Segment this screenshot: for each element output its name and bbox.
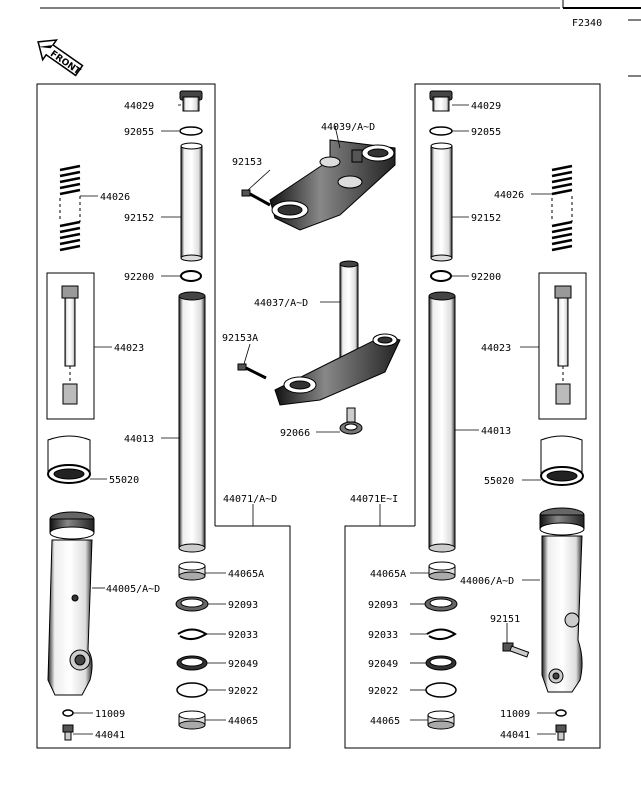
upper-bracket-bolt[interactable] xyxy=(241,189,271,207)
right-part-labels: 44029 92055 44026 92152 92200 44023 4401… xyxy=(368,101,530,741)
center-part-labels: 44039/A~D 92153 44037/A~D 92153A 92066 4… xyxy=(222,122,398,505)
label-left-damper[interactable]: 44023 xyxy=(114,343,144,354)
right-fork-guard[interactable] xyxy=(540,435,584,486)
figure-code: F2340 xyxy=(572,18,602,29)
right-oring[interactable] xyxy=(429,126,453,136)
right-spring[interactable] xyxy=(551,164,573,252)
label-right-damper[interactable]: 44023 xyxy=(481,343,511,354)
right-gasket[interactable] xyxy=(555,709,567,717)
label-right-dust-seal[interactable]: 92093 xyxy=(368,600,398,611)
left-assembly-frame xyxy=(36,83,291,749)
left-bolt[interactable] xyxy=(62,724,74,741)
label-left-spring[interactable]: 44026 xyxy=(100,192,130,203)
label-left-assembly[interactable]: 44071/A~D xyxy=(223,494,277,505)
left-snap-ring[interactable] xyxy=(177,628,208,640)
label-left-washer-2[interactable]: 92022 xyxy=(228,686,258,697)
label-right-bushing-a[interactable]: 44065A xyxy=(370,569,406,580)
left-spring[interactable] xyxy=(59,164,81,252)
label-right-snap-ring[interactable]: 92033 xyxy=(368,630,398,641)
left-dust-seal[interactable] xyxy=(175,596,209,612)
left-outer-tube[interactable] xyxy=(47,511,95,696)
leader-lines xyxy=(73,104,556,735)
label-right-guard[interactable]: 55020 xyxy=(484,476,514,487)
right-fork-cap[interactable] xyxy=(429,90,453,112)
right-dust-seal[interactable] xyxy=(424,596,458,612)
label-left-washer[interactable]: 92200 xyxy=(124,272,154,283)
left-part-labels: 44029 92055 44026 92152 92200 44023 4401… xyxy=(95,101,264,741)
label-left-oring[interactable]: 92055 xyxy=(124,127,154,138)
label-left-dust-seal[interactable]: 92093 xyxy=(228,600,258,611)
label-upper-bracket[interactable]: 44039/A~D xyxy=(321,122,375,133)
right-bushing-a[interactable] xyxy=(428,561,456,581)
right-spacer[interactable] xyxy=(430,142,453,262)
label-left-guard[interactable]: 55020 xyxy=(109,475,139,486)
label-left-bushing-a[interactable]: 44065A xyxy=(228,569,264,580)
stem-bolt[interactable] xyxy=(237,363,267,380)
label-left-inner-tube[interactable]: 44013 xyxy=(124,434,154,445)
right-snap-ring[interactable] xyxy=(426,628,457,640)
label-right-oring[interactable]: 92055 xyxy=(471,127,501,138)
left-gasket[interactable] xyxy=(62,709,74,717)
label-right-inner-tube[interactable]: 44013 xyxy=(481,426,511,437)
right-side-bolt[interactable] xyxy=(502,642,530,658)
right-inner-tube[interactable] xyxy=(428,291,456,553)
label-right-oil-seal[interactable]: 92049 xyxy=(368,659,398,670)
left-bushing[interactable] xyxy=(178,710,206,730)
left-oring[interactable] xyxy=(179,126,203,136)
left-damper-box xyxy=(46,272,95,420)
left-bushing-a[interactable] xyxy=(178,561,206,581)
stem-seal[interactable] xyxy=(339,407,363,435)
label-left-bolt[interactable]: 44041 xyxy=(95,730,125,741)
label-left-outer-tube[interactable]: 44005/A~D xyxy=(106,584,160,595)
left-washer-2[interactable] xyxy=(176,682,208,698)
right-outer-tube[interactable] xyxy=(539,507,585,693)
right-damper-box xyxy=(538,272,587,420)
label-left-oil-seal[interactable]: 92049 xyxy=(228,659,258,670)
label-stem-bolt[interactable]: 92153A xyxy=(222,333,258,344)
left-oil-seal[interactable] xyxy=(176,655,208,671)
label-left-snap-ring[interactable]: 92033 xyxy=(228,630,258,641)
front-arrow-icon: FRONT xyxy=(37,39,84,78)
label-steering-stem[interactable]: 44037/A~D xyxy=(254,298,308,309)
right-washer-2[interactable] xyxy=(425,682,457,698)
upper-bracket[interactable] xyxy=(269,139,396,231)
left-washer[interactable] xyxy=(180,270,202,282)
header-rules xyxy=(40,0,641,77)
label-right-side-bolt[interactable]: 92151 xyxy=(490,614,520,625)
label-right-bushing[interactable]: 44065 xyxy=(370,716,400,727)
right-oil-seal[interactable] xyxy=(425,655,457,671)
label-right-washer[interactable]: 92200 xyxy=(471,272,501,283)
label-right-spring[interactable]: 44026 xyxy=(494,190,524,201)
right-washer[interactable] xyxy=(430,270,452,282)
label-right-spacer[interactable]: 92152 xyxy=(471,213,501,224)
left-fork-cap[interactable] xyxy=(179,90,203,112)
label-right-outer-tube[interactable]: 44006/A~D xyxy=(460,576,514,587)
label-right-gasket[interactable]: 11009 xyxy=(500,709,530,720)
label-right-assembly[interactable]: 44071E~I xyxy=(350,494,398,505)
right-assembly-frame xyxy=(344,83,601,749)
label-left-bushing[interactable]: 44065 xyxy=(228,716,258,727)
left-spacer[interactable] xyxy=(180,142,203,262)
right-damper-rod[interactable] xyxy=(554,285,572,405)
label-upper-bracket-bolt[interactable]: 92153 xyxy=(232,157,262,168)
label-left-gasket[interactable]: 11009 xyxy=(95,709,125,720)
left-inner-tube[interactable] xyxy=(178,291,206,553)
label-right-washer-2[interactable]: 92022 xyxy=(368,686,398,697)
left-fork-guard[interactable] xyxy=(47,435,91,484)
label-left-cap[interactable]: 44029 xyxy=(124,101,154,112)
steering-stem[interactable] xyxy=(274,260,401,406)
label-stem-seal[interactable]: 92066 xyxy=(280,428,310,439)
label-right-cap[interactable]: 44029 xyxy=(471,101,501,112)
label-left-spacer[interactable]: 92152 xyxy=(124,213,154,224)
left-damper-rod[interactable] xyxy=(61,285,79,405)
right-bolt[interactable] xyxy=(555,724,567,741)
right-bushing[interactable] xyxy=(427,710,455,730)
label-right-bolt[interactable]: 44041 xyxy=(500,730,530,741)
